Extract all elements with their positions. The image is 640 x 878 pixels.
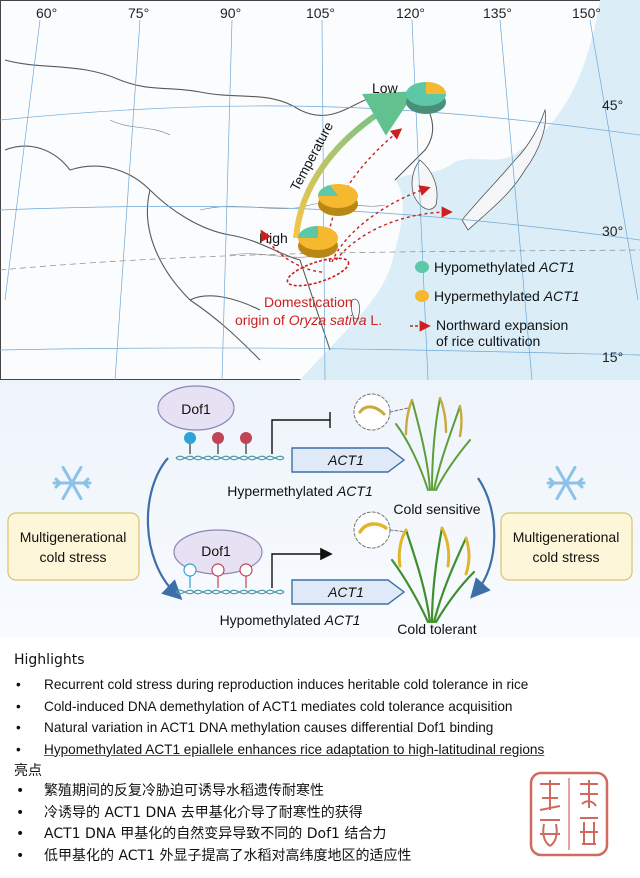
stress-label-line1: Multigenerational bbox=[20, 529, 127, 545]
lon-label: 90° bbox=[220, 5, 241, 21]
lon-label: 150° bbox=[572, 5, 601, 21]
highlight-item-cn: ACT1 DNA 甲基化的自然变异导致不同的 Dof1 结合力 bbox=[14, 824, 411, 846]
taiwan-island bbox=[351, 298, 360, 320]
highlight-item-cn: 冷诱导的 ACT1 DNA 去甲基化介导了耐寒性的获得 bbox=[14, 803, 411, 825]
act1-gene-label: ACT1 bbox=[327, 584, 364, 600]
origin-label-line2: origin of Oryza sativa L. bbox=[235, 312, 382, 328]
map-legend: Hypomethylated ACT1 Hypermethylated ACT1… bbox=[410, 259, 580, 349]
highlight-item: Recurrent cold stress during reproductio… bbox=[14, 674, 544, 696]
pie-chart-low bbox=[406, 82, 446, 114]
stress-label-line2: cold stress bbox=[533, 549, 600, 565]
act1-gene-hyper: ACT1 bbox=[291, 447, 406, 473]
lat-label: 45° bbox=[602, 97, 623, 113]
sea-area bbox=[300, 0, 640, 380]
lon-label: 120° bbox=[396, 5, 425, 21]
latitude-labels: 45° 30° 15° bbox=[602, 97, 623, 365]
right-transition-arrow bbox=[470, 477, 496, 599]
act1-gene-label: ACT1 bbox=[327, 452, 364, 468]
highlights-list-en: Recurrent cold stress during reproductio… bbox=[14, 674, 544, 760]
expansion-legend-line1: Northward expansion bbox=[436, 317, 568, 333]
rice-plant-tolerant bbox=[353, 511, 476, 624]
snowflake-icon bbox=[546, 465, 586, 501]
japan-island bbox=[461, 108, 546, 231]
hyper-legend-swatch bbox=[415, 290, 429, 302]
lon-label: 135° bbox=[483, 5, 512, 21]
highlights-title-en: Highlights bbox=[14, 652, 85, 668]
cold-sensitive-label: Cold sensitive bbox=[393, 501, 480, 517]
snowflake-icon bbox=[52, 465, 92, 501]
hyper-legend-label: Hypermethylated ACT1 bbox=[434, 288, 580, 304]
korea-peninsula bbox=[411, 159, 438, 210]
low-label: Low bbox=[372, 80, 399, 96]
pie-chart-high bbox=[298, 226, 338, 258]
lon-label: 60° bbox=[36, 5, 57, 21]
origin-ellipse bbox=[286, 257, 350, 287]
highlight-item-cn: 繁殖期间的反复冷胁迫可诱导水稻遗传耐寒性 bbox=[14, 781, 411, 803]
highlight-item: Natural variation in ACT1 DNA methylatio… bbox=[14, 717, 544, 739]
highlights-section: Highlights Recurrent cold stress during … bbox=[0, 644, 640, 878]
high-label: High bbox=[259, 230, 288, 246]
cold-stress-box-left: Multigenerational cold stress bbox=[7, 512, 140, 581]
activation-arrow bbox=[271, 547, 333, 588]
lon-label: 105° bbox=[306, 5, 335, 21]
expansion-legend-line2: of rice cultivation bbox=[436, 333, 540, 349]
dna-strand-hyper bbox=[175, 455, 285, 461]
lon-label: 75° bbox=[128, 5, 149, 21]
highlight-item-cn: 低甲基化的 ACT1 外显子提高了水稻对高纬度地区的适应性 bbox=[14, 846, 411, 868]
cold-tolerant-label: Cold tolerant bbox=[397, 621, 476, 637]
rice-distribution-map: 60° 75° 90° 105° 120° 135° 150° 45° 30° … bbox=[0, 0, 640, 380]
stress-label-line1: Multigenerational bbox=[513, 529, 620, 545]
rice-plant-sensitive bbox=[353, 393, 471, 491]
dof1-label: Dof1 bbox=[181, 401, 211, 417]
highlights-list-cn: 繁殖期间的反复冷胁迫可诱导水稻遗传耐寒性 冷诱导的 ACT1 DNA 去甲基化介… bbox=[14, 781, 411, 867]
act1-gene-hypo: ACT1 bbox=[291, 579, 406, 605]
unmethylated-marks-hypo bbox=[183, 563, 253, 588]
act1-methylation-model: Multigenerational cold stress Multigener… bbox=[0, 380, 640, 638]
methylation-marks-hyper bbox=[184, 432, 252, 454]
seal-stamp bbox=[529, 771, 609, 857]
repression-line bbox=[271, 412, 331, 454]
highlight-item: Hypomethylated ACT1 epiallele enhances r… bbox=[14, 739, 544, 761]
hypo-legend-label: Hypomethylated ACT1 bbox=[434, 259, 575, 275]
hypomethylated-label: Hypomethylated ACT1 bbox=[220, 612, 361, 628]
dna-strand-hypo bbox=[175, 589, 285, 595]
longitude-labels: 60° 75° 90° 105° 120° 135° 150° bbox=[36, 5, 601, 21]
lat-label: 30° bbox=[602, 223, 623, 239]
hypermethylated-label: Hypermethylated ACT1 bbox=[227, 483, 373, 499]
left-transition-arrow bbox=[146, 457, 183, 601]
dof1-label: Dof1 bbox=[201, 543, 231, 559]
origin-label-line1: Domestication bbox=[264, 294, 353, 310]
highlight-item: Cold-induced DNA demethylation of ACT1 m… bbox=[14, 696, 544, 718]
pie-chart-mid bbox=[318, 184, 358, 216]
stress-label-line2: cold stress bbox=[40, 549, 107, 565]
hypo-legend-swatch bbox=[415, 261, 429, 273]
lat-label: 15° bbox=[602, 349, 623, 365]
temperature-arrow bbox=[293, 91, 416, 239]
highlights-title-cn: 亮点 bbox=[14, 763, 42, 779]
cold-stress-box-right: Multigenerational cold stress bbox=[500, 512, 633, 581]
dof1-protein-unbound bbox=[157, 385, 235, 431]
